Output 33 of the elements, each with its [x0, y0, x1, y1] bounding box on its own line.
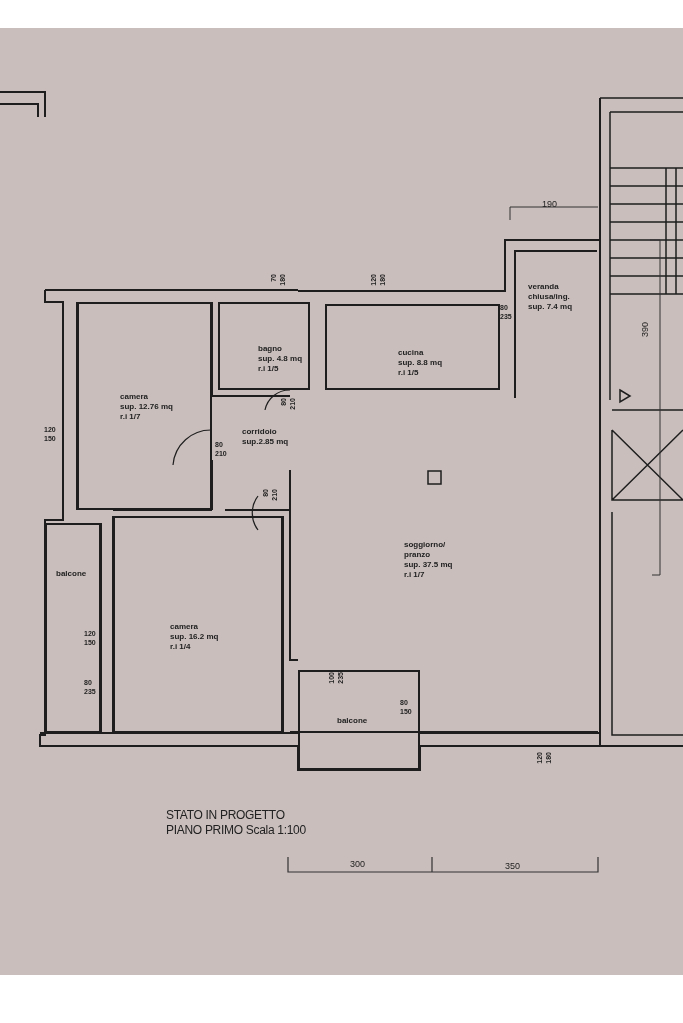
room-name: cucina — [398, 348, 425, 358]
room-ratio: r.i 1/7 — [404, 570, 426, 580]
room-name: camera — [120, 392, 150, 402]
room-area: sup. 16.2 mq — [170, 632, 219, 642]
room-ratio: r.i 1/4 — [170, 642, 192, 652]
room-outline — [77, 302, 212, 510]
room-ratio: r.i 1/5 — [258, 364, 280, 374]
room-ratio: r.i 1/7 — [120, 412, 142, 422]
room-outline — [298, 670, 420, 770]
room-outline — [514, 250, 597, 398]
room-name: bagno — [258, 344, 283, 354]
room-area: sup. 8.8 mq — [398, 358, 442, 368]
room-outline — [325, 304, 500, 390]
room-ratio: r.i 1/5 — [398, 368, 420, 378]
room-name: veranda chiusa/ing. — [528, 282, 571, 302]
dimension-label: 390 — [641, 322, 649, 338]
plan-title: STATO IN PROGETTO — [166, 808, 285, 822]
room-name: balcone — [56, 569, 87, 579]
dimension-label: 350 — [505, 862, 521, 870]
room-area: sup. 12.76 mq — [120, 402, 173, 412]
room-outline — [45, 523, 101, 733]
room-name: corridoio — [242, 427, 278, 437]
dimension-label: 300 — [350, 860, 366, 868]
room-outline — [113, 516, 283, 733]
room-area: sup. 7.4 mq — [528, 302, 580, 312]
room-outline — [218, 302, 310, 390]
room-area: sup. 37.5 mq — [404, 560, 456, 570]
room-name: camera — [170, 622, 200, 632]
room-area: sup. 4.8 mq — [258, 354, 302, 364]
room-name: balcone — [337, 716, 368, 726]
room-area: sup.2.85 mq — [242, 437, 289, 447]
plan-title: PIANO PRIMO Scala 1:100 — [166, 823, 306, 837]
dimension-label: 190 — [542, 200, 558, 208]
